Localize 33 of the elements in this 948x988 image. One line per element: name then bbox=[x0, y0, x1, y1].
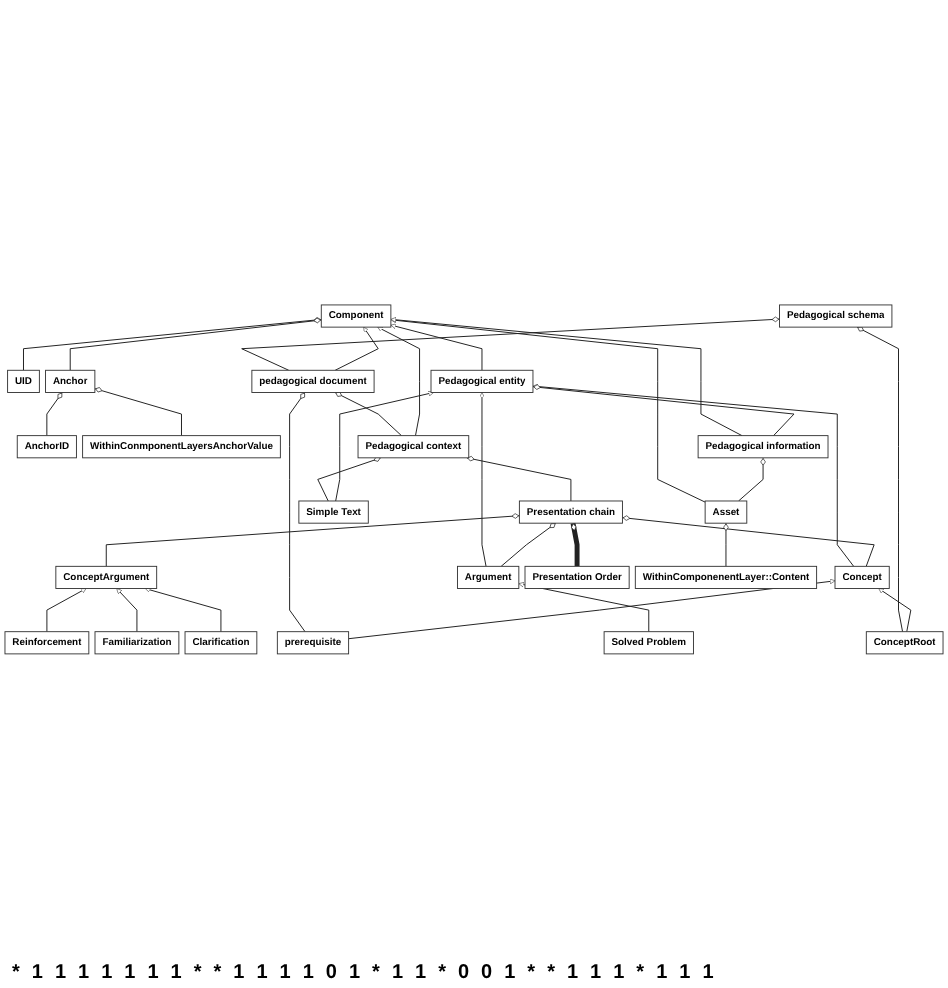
multiplicity-label: 0 bbox=[481, 962, 493, 984]
multiplicity-label: 1 bbox=[391, 962, 403, 984]
multiplicity-label: 1 bbox=[302, 962, 314, 984]
multiplicity-label: * bbox=[636, 962, 645, 984]
multiplicity-label: * bbox=[438, 962, 446, 984]
multiplicity-label: 1 bbox=[590, 962, 602, 984]
connector bbox=[570, 522, 580, 566]
multiplicity-label: 1 bbox=[31, 962, 43, 984]
multiplicity-label: * bbox=[372, 962, 380, 984]
multiplicity-label: 1 bbox=[679, 962, 691, 984]
multiplicity-label: 1 bbox=[566, 962, 579, 984]
multiplicity-label: * bbox=[527, 962, 536, 984]
multiplicity-label: 1 bbox=[147, 962, 159, 984]
multiplicity-label: 1 bbox=[101, 962, 113, 984]
multiplicity-label: 1 bbox=[256, 962, 268, 984]
multiplicity-label: * bbox=[213, 962, 222, 984]
multiplicity-label: * bbox=[193, 962, 202, 984]
multiplicity-label: 1 bbox=[170, 962, 182, 984]
multiplicity-label: * bbox=[547, 962, 555, 984]
multiplicity-label: 1 bbox=[415, 962, 427, 984]
multiplicity-label: 1 bbox=[54, 962, 67, 984]
multiplicity-label: 1 bbox=[233, 962, 245, 984]
multiplicity-label: 0 bbox=[325, 962, 337, 984]
multiplicity-label: 1 bbox=[613, 962, 625, 984]
multiplicity-label: 0 bbox=[457, 962, 470, 984]
multiplicity-label: 1 bbox=[504, 962, 516, 984]
multiplicity-label: 1 bbox=[279, 962, 291, 984]
multiplicity-label: 1 bbox=[124, 962, 136, 984]
multiplicity-label: * bbox=[12, 962, 20, 984]
multiplicity-label: 1 bbox=[656, 962, 668, 984]
multiplicity-label: 1 bbox=[348, 962, 361, 984]
multiplicity-label: 1 bbox=[78, 962, 90, 984]
multiplicity-label: 1 bbox=[702, 962, 714, 984]
